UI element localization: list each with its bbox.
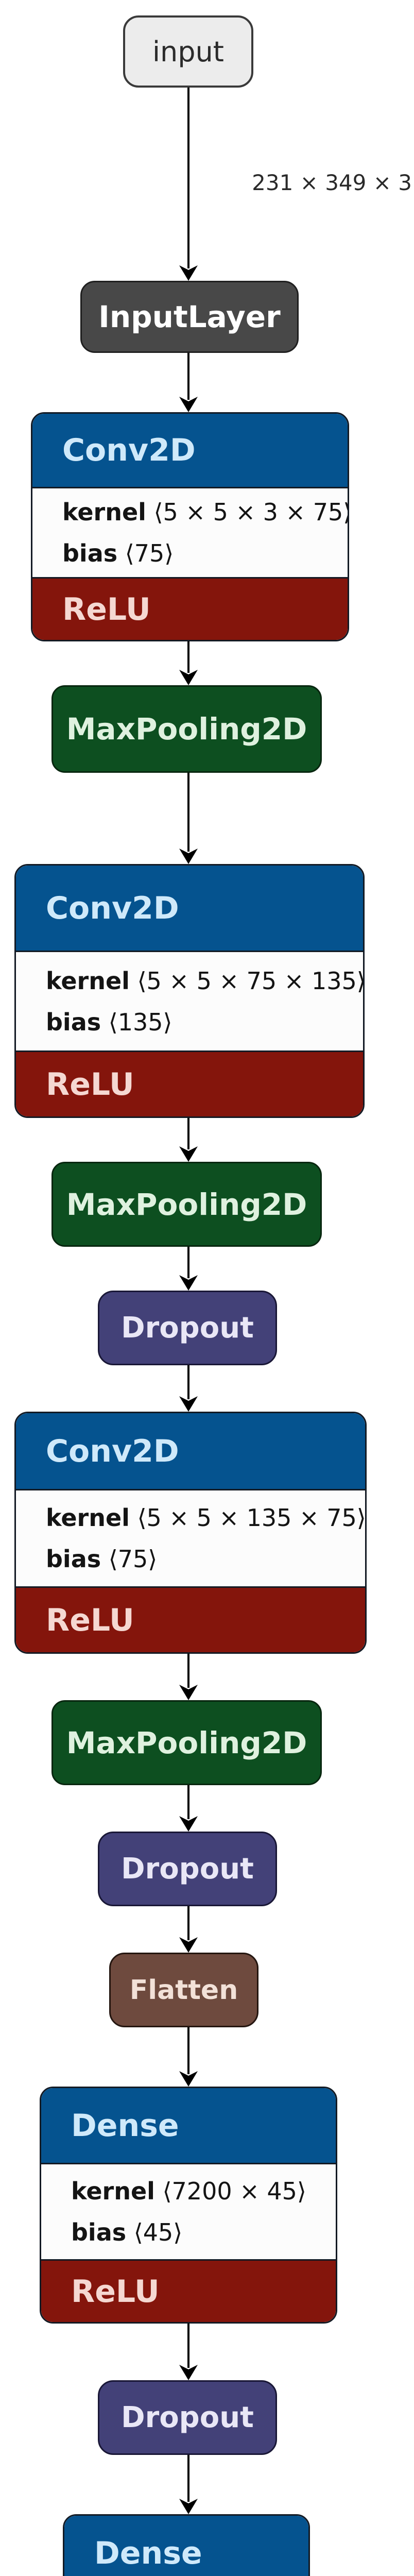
node-maxpooling2d-label: MaxPooling2D — [66, 1725, 307, 1760]
param-bias: bias ⟨45⟩ — [71, 2218, 183, 2246]
node-maxpooling2d-label: MaxPooling2D — [66, 711, 307, 747]
arrowhead-icon — [179, 670, 198, 685]
param-kernel: kernel ⟨7200 × 45⟩ — [71, 2177, 306, 2205]
node-flatten-label: Flatten — [129, 1974, 238, 2006]
layer-params: kernel ⟨5 × 5 × 3 × 75⟩ bias ⟨75⟩ — [32, 488, 348, 577]
param-bias: bias ⟨75⟩ — [46, 1545, 158, 1573]
layer-title: Conv2D — [62, 432, 196, 468]
param-kernel: kernel ⟨5 × 5 × 135 × 75⟩ — [46, 1504, 366, 1532]
node-maxpooling2d-3: MaxPooling2D — [51, 1700, 322, 1785]
flow-arrow — [179, 1118, 198, 1162]
layer-title: Conv2D — [46, 890, 179, 926]
layer-params: kernel ⟨7200 × 45⟩ bias ⟨45⟩ — [41, 2164, 336, 2259]
arrowhead-icon — [179, 1146, 198, 1162]
arrowhead-icon — [179, 397, 198, 412]
flow-arrow — [179, 1365, 198, 1412]
arrowhead-icon — [179, 265, 198, 281]
param-kernel: kernel ⟨5 × 5 × 75 × 135⟩ — [46, 967, 365, 995]
node-flatten: Flatten — [109, 1953, 258, 2027]
node-inputlayer-label: InputLayer — [98, 299, 281, 334]
layer-type-header: Conv2D — [16, 866, 363, 952]
node-input-label: input — [152, 35, 224, 68]
activation-label: ReLU — [16, 1586, 365, 1652]
node-dropout-3: Dropout — [98, 2380, 277, 2455]
param-kernel: kernel ⟨5 × 5 × 3 × 75⟩ — [62, 498, 349, 526]
node-conv2d-3: Conv2D kernel ⟨5 × 5 × 135 × 75⟩ bias ⟨7… — [14, 1412, 367, 1654]
node-dense-2: Dense kernel ⟨45 × 6⟩ bias ⟨6⟩ Softmax — [63, 2514, 310, 2576]
node-input: input — [123, 15, 253, 88]
node-dropout-1: Dropout — [98, 1291, 277, 1365]
layer-type-header: Conv2D — [16, 1413, 365, 1490]
input-shape-edge-label: 231 × 349 × 3 — [252, 170, 412, 195]
layer-title: Dense — [94, 2535, 202, 2571]
arrowhead-icon — [179, 2499, 198, 2514]
layer-type-header: Dense — [41, 2088, 336, 2164]
param-bias: bias ⟨135⟩ — [46, 1008, 173, 1036]
node-dropout-label: Dropout — [121, 2401, 254, 2434]
node-maxpooling2d-1: MaxPooling2D — [51, 685, 322, 773]
node-dropout-label: Dropout — [121, 1311, 254, 1345]
layer-type-header: Dense — [64, 2516, 308, 2576]
arrowhead-icon — [179, 2071, 198, 2087]
flow-arrow — [179, 773, 198, 864]
node-inputlayer: InputLayer — [80, 281, 299, 353]
flow-arrow — [179, 1247, 198, 1291]
node-dropout-2: Dropout — [98, 1832, 277, 1906]
flow-arrow — [179, 2455, 198, 2514]
layer-title: Dense — [71, 2107, 179, 2144]
flow-arrow — [179, 1785, 198, 1832]
layer-title: Conv2D — [46, 1433, 179, 1469]
layer-params: kernel ⟨5 × 5 × 75 × 135⟩ bias ⟨135⟩ — [16, 952, 363, 1050]
node-dense-1: Dense kernel ⟨7200 × 45⟩ bias ⟨45⟩ ReLU — [40, 2087, 337, 2324]
activation-label: ReLU — [32, 577, 348, 640]
flow-arrow — [179, 353, 198, 412]
arrowhead-icon — [179, 1685, 198, 1700]
flow-arrow — [179, 1906, 198, 1953]
activation-label: ReLU — [16, 1050, 363, 1116]
node-conv2d-1: Conv2D kernel ⟨5 × 5 × 3 × 75⟩ bias ⟨75⟩… — [31, 412, 349, 641]
flow-arrow — [179, 2027, 198, 2087]
arrowhead-icon — [179, 1396, 198, 1412]
activation-label: ReLU — [41, 2259, 336, 2322]
arrowhead-icon — [179, 1937, 198, 1953]
node-dropout-label: Dropout — [121, 1852, 254, 1886]
node-maxpooling2d-2: MaxPooling2D — [51, 1162, 322, 1247]
flow-arrow — [179, 641, 198, 685]
arrowhead-icon — [179, 1816, 198, 1832]
param-bias: bias ⟨75⟩ — [62, 539, 174, 567]
layer-params: kernel ⟨5 × 5 × 135 × 75⟩ bias ⟨75⟩ — [16, 1490, 365, 1586]
arrowhead-icon — [179, 2365, 198, 2380]
arrowhead-icon — [179, 849, 198, 864]
node-maxpooling2d-label: MaxPooling2D — [66, 1187, 307, 1222]
flow-arrow — [179, 2324, 198, 2380]
flow-arrow — [179, 1654, 198, 1700]
flow-arrow — [179, 88, 198, 281]
layer-type-header: Conv2D — [32, 414, 348, 488]
node-conv2d-2: Conv2D kernel ⟨5 × 5 × 75 × 135⟩ bias ⟨1… — [14, 864, 365, 1118]
arrowhead-icon — [179, 1275, 198, 1291]
